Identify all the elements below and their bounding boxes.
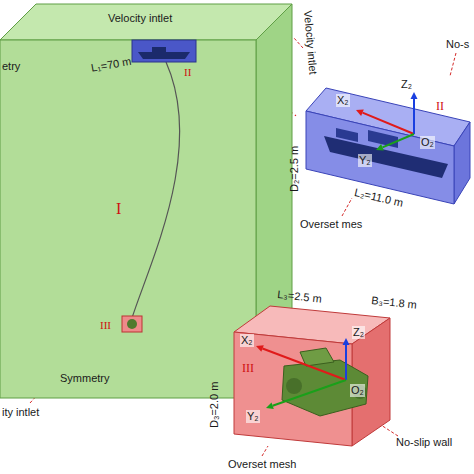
- axis-arrowhead: [356, 109, 364, 116]
- axis-arrowhead: [266, 402, 274, 409]
- origin-label: O₂: [420, 136, 435, 149]
- axis-label: Y₂: [246, 410, 260, 423]
- axis-arrowhead: [256, 345, 264, 352]
- dimension-label: D₂=2.5 m: [288, 146, 301, 192]
- boundary-label: No-slip wall: [396, 436, 452, 449]
- axis-label: Z₂: [352, 326, 365, 339]
- ship-hull: [138, 52, 190, 59]
- mesh-label: Overset mes: [300, 218, 362, 231]
- region-numeral: III: [242, 362, 254, 375]
- leader-line: [450, 53, 456, 76]
- axis-arrowhead: [343, 338, 350, 345]
- small-mesh-box: [132, 40, 196, 62]
- mesh-label: Overset mesh: [228, 458, 296, 471]
- dimension-label: B₃=1.8 m: [371, 294, 418, 312]
- region-numeral: III: [100, 319, 111, 331]
- boundary-label: Velocity intlet: [301, 10, 320, 75]
- axis-arrow: [413, 99, 415, 134]
- ship-deckhouse: [336, 128, 358, 142]
- small-mesh-box: [122, 316, 142, 332]
- axis-label: Z₂: [400, 78, 413, 91]
- leader-line: [262, 446, 268, 456]
- leader-line: [342, 198, 352, 216]
- equipment-panel-box: III: [222, 296, 402, 456]
- ship-region-box: II: [128, 36, 208, 86]
- axis-arrow: [383, 134, 415, 147]
- domain-top-face: [0, 4, 292, 40]
- boundary-label: Symmetry: [60, 372, 110, 385]
- axis-label: X₂: [240, 334, 254, 347]
- boundary-label: No-s: [446, 38, 469, 51]
- boundary-label: ity intlet: [2, 406, 39, 419]
- leader-line: [294, 38, 303, 48]
- region-numeral: I: [116, 200, 121, 218]
- boundary-label: etry: [2, 60, 20, 73]
- region-numeral: II: [184, 66, 191, 78]
- boundary-label: Velocity intlet: [108, 12, 172, 25]
- dimension-label: D₃=2.0 m: [208, 382, 221, 428]
- region-numeral: II: [436, 100, 444, 113]
- axis-arrow: [263, 349, 347, 381]
- ship-deckhouse: [152, 47, 166, 52]
- domain-front-face: [0, 40, 256, 398]
- equipment-top: [300, 348, 334, 366]
- ship-deckhouse: [368, 130, 398, 148]
- axis-arrow: [363, 113, 415, 134]
- axis-arrow: [345, 345, 347, 380]
- ship-small-box: [128, 36, 208, 86]
- equipment-cylinder: [286, 378, 302, 394]
- equipment-region-box: III: [100, 312, 146, 340]
- axis-arrowhead: [376, 144, 384, 150]
- axis-label: X₂: [336, 94, 350, 107]
- panel-front-face: [306, 111, 454, 204]
- axis-label: Y₂: [358, 154, 372, 167]
- axis-arrow: [273, 380, 346, 406]
- mooring-line: [132, 62, 180, 318]
- equipment-body: [127, 319, 137, 329]
- axis-arrowhead: [411, 92, 418, 99]
- ship-panel: [296, 66, 472, 208]
- origin-label: O₂: [350, 384, 365, 397]
- panel-side-face: [454, 122, 470, 204]
- ship-panel-box: II: [296, 66, 472, 208]
- equipment-panel: [222, 296, 402, 456]
